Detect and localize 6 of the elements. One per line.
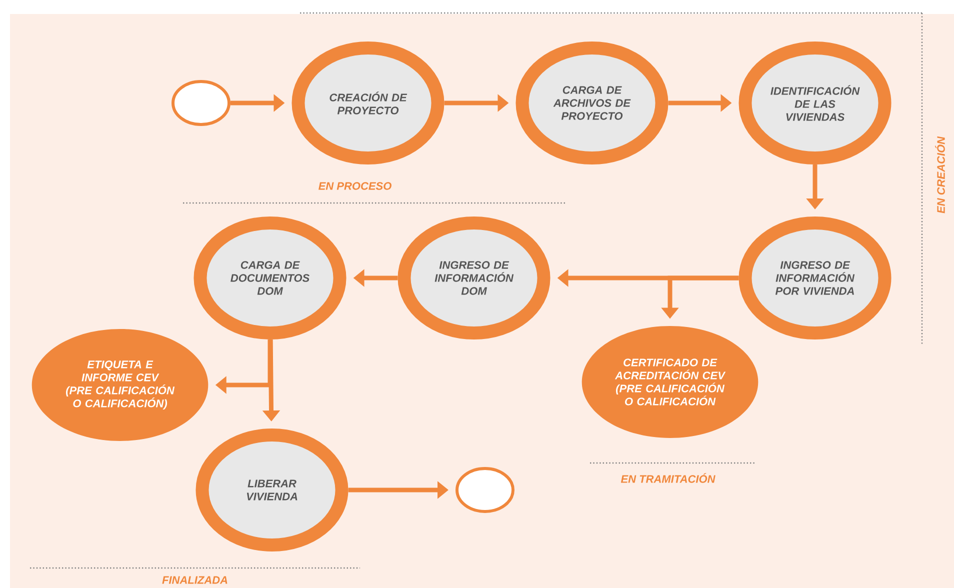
start-end-circle — [456, 467, 514, 513]
stage-label: FINALIZADA — [162, 576, 228, 584]
start-end-circle — [172, 80, 230, 126]
stage-label: EN TRAMITACIÓN — [620, 473, 716, 483]
stage-label: EN CREACIÓN — [935, 136, 945, 214]
stage-label: EN PROCESO — [318, 182, 392, 190]
